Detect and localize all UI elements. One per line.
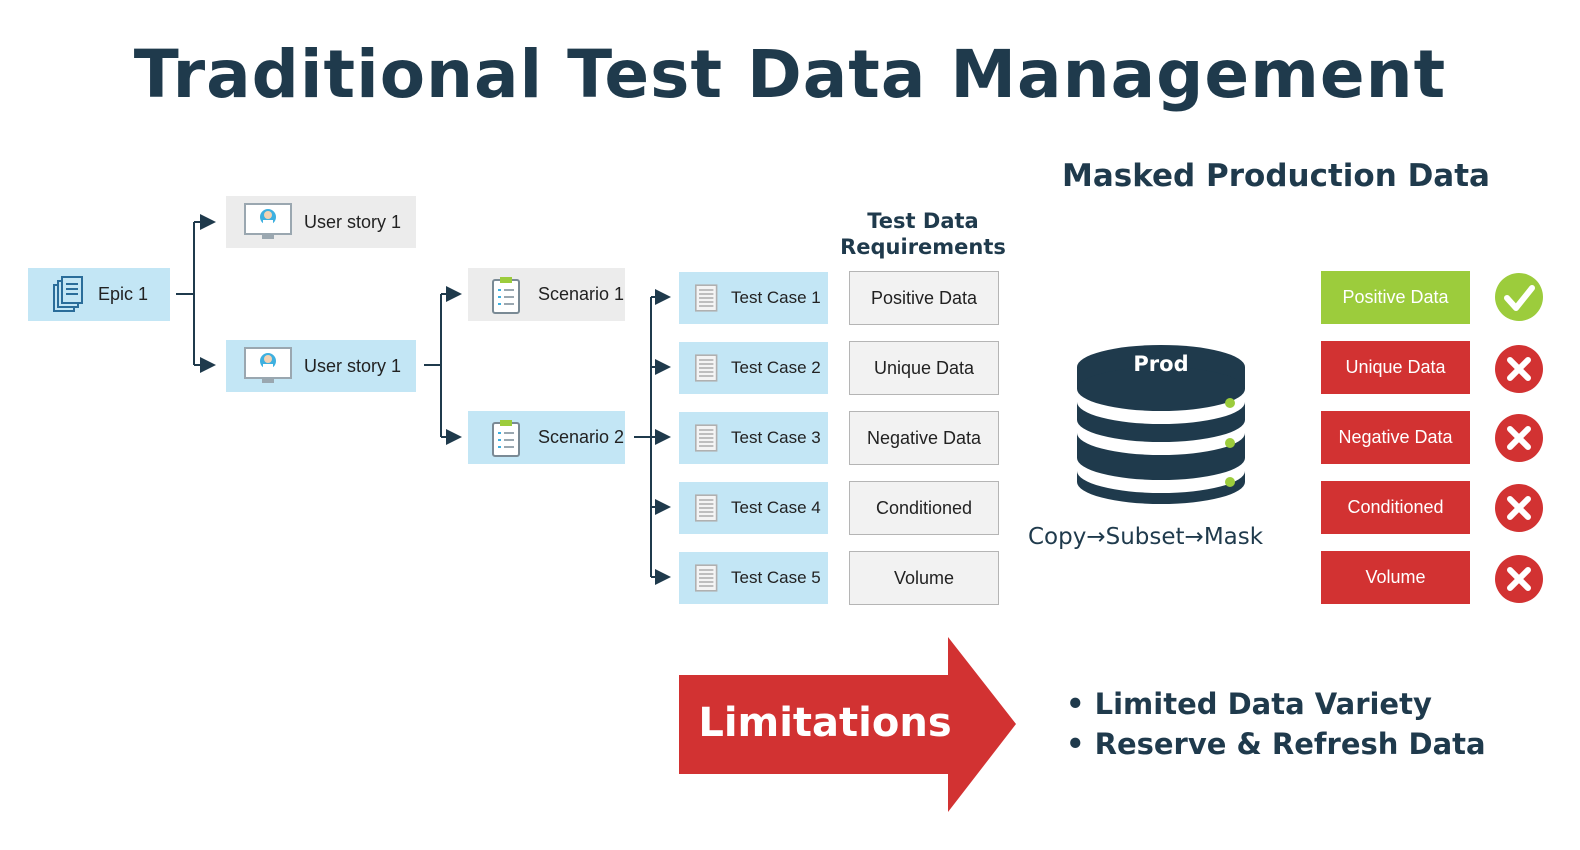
test-case-label: Test Case 5 — [731, 568, 821, 587]
document-icon — [695, 564, 718, 592]
masked-heading: Masked Production Data — [1062, 158, 1490, 194]
masked-data-box: Unique Data — [1321, 341, 1470, 394]
scenario-label: Scenario 1 — [538, 284, 625, 304]
limitation-item: • Reserve & Refresh Data — [1066, 727, 1486, 761]
document-icon — [695, 424, 718, 452]
scenario-node: Scenario 1 — [468, 268, 625, 321]
masked-data-box: Conditioned — [1321, 481, 1470, 534]
cross-icon — [1495, 484, 1543, 532]
masked-data-box: Negative Data — [1321, 411, 1470, 464]
limitations-list: • Limited Data Variety • Reserve & Refre… — [1066, 684, 1486, 764]
epic-label: Epic 1 — [98, 284, 149, 304]
requirements-heading: Test Data Requirements — [830, 208, 1016, 260]
monitor-user-icon — [244, 203, 292, 239]
requirements-heading-line: Test Data — [867, 209, 979, 233]
test-case-label: Test Case 1 — [731, 288, 821, 307]
user-story-label: User story 1 — [304, 211, 402, 232]
check-icon — [1495, 273, 1543, 321]
masked-data-box: Positive Data — [1321, 271, 1470, 324]
clipboard-checklist-icon — [492, 276, 520, 314]
test-case-label: Test Case 3 — [731, 428, 821, 447]
requirement-box: Negative Data — [849, 411, 999, 465]
test-case-node: Test Case 1 — [679, 272, 828, 324]
document-icon — [695, 494, 718, 522]
masked-data-box: Volume — [1321, 551, 1470, 604]
test-case-node: Test Case 4 — [679, 482, 828, 534]
requirement-box: Positive Data — [849, 271, 999, 325]
test-case-node: Test Case 5 — [679, 552, 828, 604]
user-story-node: User story 1 — [226, 196, 416, 248]
clipboard-checklist-icon — [492, 419, 520, 457]
cross-icon — [1495, 345, 1543, 393]
test-case-label: Test Case 4 — [731, 498, 821, 517]
process-label: Copy→Subset→Mask — [1028, 524, 1264, 550]
scenario-label: Scenario 2 — [538, 427, 625, 447]
cross-icon — [1495, 555, 1543, 603]
database-label: Prod — [1133, 352, 1189, 376]
requirement-box: Conditioned — [849, 481, 999, 535]
test-case-label: Test Case 2 — [731, 358, 821, 377]
monitor-user-icon — [244, 347, 292, 383]
test-case-node: Test Case 2 — [679, 342, 828, 394]
requirement-box: Unique Data — [849, 341, 999, 395]
user-story-node: User story 1 — [226, 340, 416, 392]
requirements-heading-line: Requirements — [840, 235, 1006, 259]
epic-node: Epic 1 — [28, 268, 170, 321]
document-icon — [695, 284, 718, 312]
limitation-item: • Limited Data Variety — [1066, 687, 1432, 721]
test-case-node: Test Case 3 — [679, 412, 828, 464]
cross-icon — [1495, 414, 1543, 462]
document-icon — [695, 354, 718, 382]
limitations-label: Limitations — [698, 700, 952, 746]
requirement-box: Volume — [849, 551, 999, 605]
scenario-node: Scenario 2 — [468, 411, 625, 464]
page-title: Traditional Test Data Management — [133, 36, 1447, 113]
user-story-label: User story 1 — [304, 355, 402, 376]
documents-icon — [53, 275, 83, 312]
